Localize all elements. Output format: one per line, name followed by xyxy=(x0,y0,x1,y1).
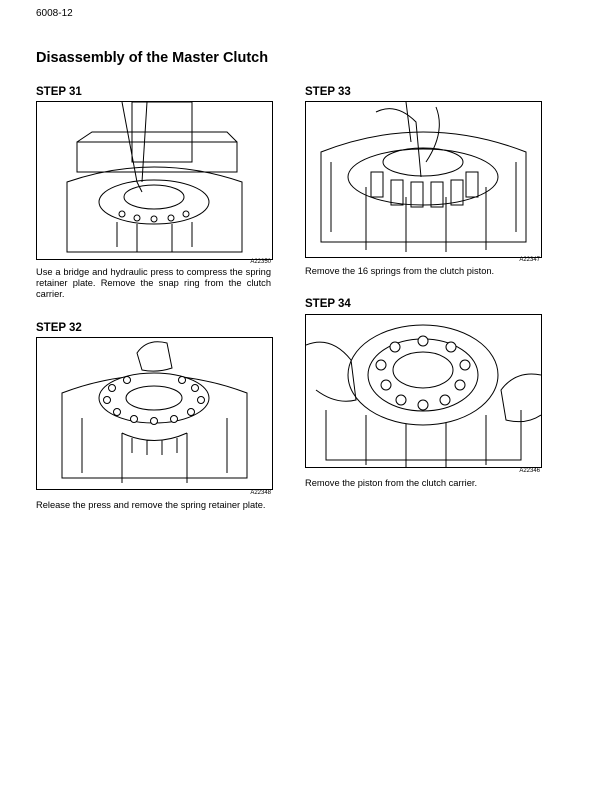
step-34-illustration xyxy=(305,314,542,468)
step-34-text: Remove the piston from the clutch carrie… xyxy=(305,478,478,488)
step-31-illustration xyxy=(36,101,273,260)
step-32-illustration xyxy=(36,337,273,490)
step-31-figure-code: A22350 xyxy=(250,259,271,265)
step-32-text: Release the press and remove the spring … xyxy=(36,500,266,510)
step-31-label: STEP 31 xyxy=(36,86,82,98)
step-33-illustration xyxy=(305,101,542,258)
page-number: 6008-12 xyxy=(36,8,73,19)
step-33-label: STEP 33 xyxy=(305,86,351,98)
page-title: Disassembly of the Master Clutch xyxy=(36,50,269,66)
step-31-text: Use a bridge and hydraulic press to comp… xyxy=(36,267,271,300)
step-32-label: STEP 32 xyxy=(36,322,82,334)
step-33-figure-code: A22347 xyxy=(519,257,540,263)
step-32-figure-code: A22348 xyxy=(250,490,271,496)
step-34-label: STEP 34 xyxy=(305,298,351,310)
step-33-text: Remove the 16 springs from the clutch pi… xyxy=(305,266,495,276)
step-34-figure-code: A22346 xyxy=(519,468,540,474)
